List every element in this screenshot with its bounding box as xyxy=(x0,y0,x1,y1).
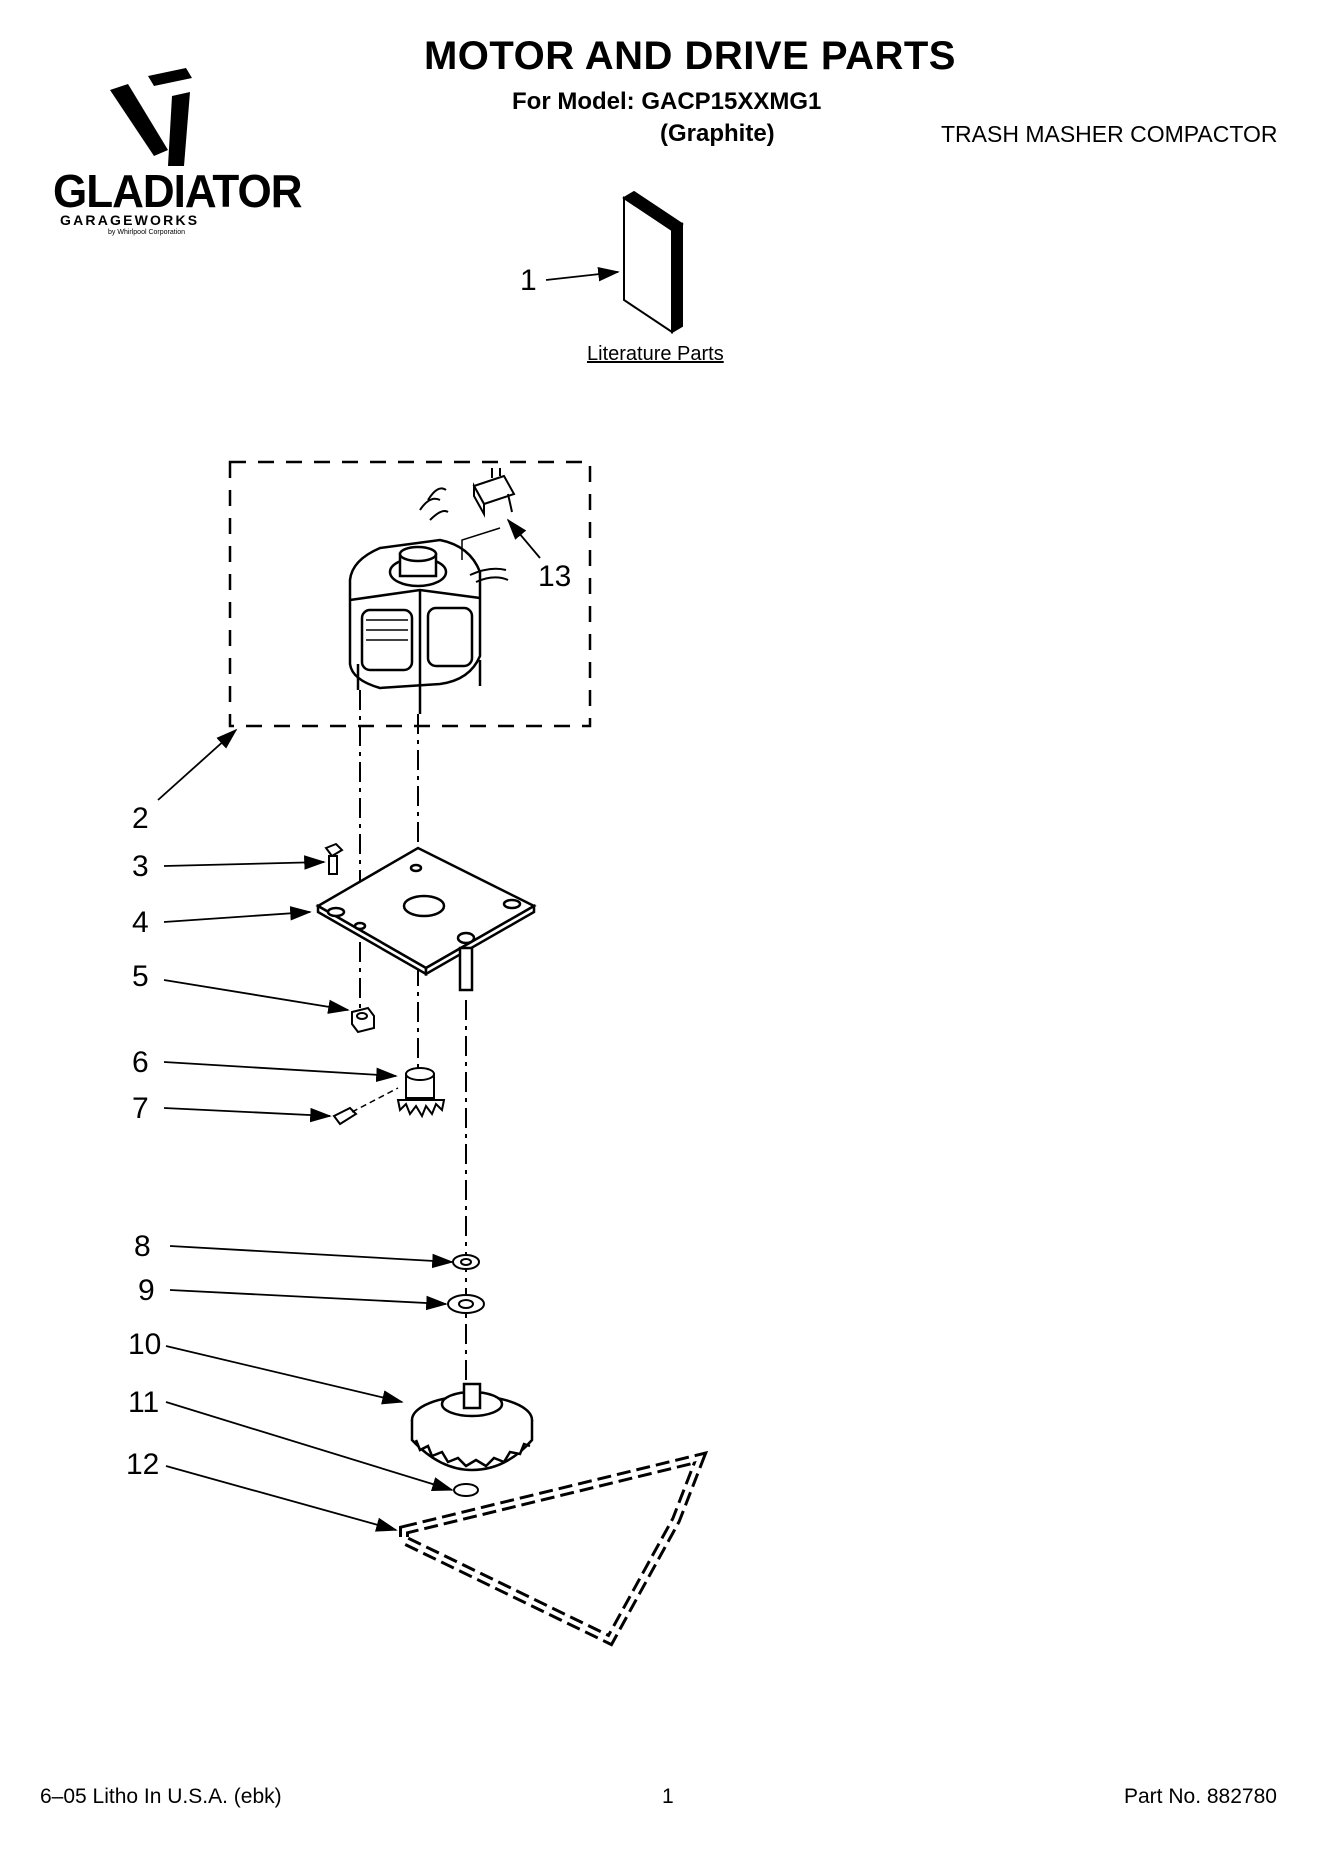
set-screw-icon xyxy=(332,1106,358,1126)
leader-10 xyxy=(165,1345,404,1405)
screw-icon xyxy=(324,842,344,875)
nut-icon xyxy=(351,1006,375,1034)
callout-4: 4 xyxy=(132,906,149,939)
callout-8: 8 xyxy=(134,1230,151,1263)
callout-3: 3 xyxy=(132,850,149,883)
callout-2: 2 xyxy=(132,802,149,835)
leader-11 xyxy=(165,1401,454,1492)
sprocket-icon xyxy=(410,1382,534,1472)
leader-9 xyxy=(169,1289,448,1311)
footer-print-info: 6–05 Litho In U.S.A. (ebk) xyxy=(40,1785,282,1808)
mounting-plate-icon xyxy=(315,846,537,992)
callout-9: 9 xyxy=(138,1274,155,1307)
callout-7: 7 xyxy=(132,1092,149,1125)
page-title: MOTOR AND DRIVE PARTS xyxy=(423,34,956,78)
washer-icon xyxy=(452,1254,480,1270)
leader-13 xyxy=(506,518,541,559)
model-number: For Model: GACP15XXMG1 xyxy=(512,88,822,115)
leader-5 xyxy=(163,979,350,1014)
callout-6: 6 xyxy=(132,1046,149,1079)
logo-sub-text: GARAGEWORKS xyxy=(60,212,200,228)
callout-13: 13 xyxy=(538,560,572,593)
footer-page-number: 1 xyxy=(662,1785,674,1808)
literature-parts-label: Literature Parts xyxy=(587,343,724,365)
leader-8 xyxy=(169,1245,454,1269)
motor-assembly-box xyxy=(228,460,592,728)
logo-mark-icon xyxy=(110,68,192,166)
callout-10: 10 xyxy=(128,1328,162,1361)
leader-12 xyxy=(165,1465,398,1532)
product-name: TRASH MASHER COMPACTOR xyxy=(941,121,1278,147)
leader-7 xyxy=(163,1107,332,1123)
terminal-block-icon xyxy=(472,468,516,518)
footer-part-number: Part No. 882780 xyxy=(1124,1785,1277,1808)
callout-5: 5 xyxy=(132,960,149,993)
leader-2 xyxy=(157,728,238,801)
leader-4 xyxy=(163,906,312,923)
leader-3 xyxy=(163,855,326,870)
pinion-gear-icon xyxy=(396,1067,446,1119)
motor-icon xyxy=(348,487,509,714)
retainer-clip-icon xyxy=(453,1483,479,1497)
model-color: (Graphite) xyxy=(660,120,775,147)
bearing-washer-icon xyxy=(447,1294,485,1314)
callout-1: 1 xyxy=(520,264,537,297)
leader-6 xyxy=(163,1061,398,1082)
literature-booklet-icon xyxy=(622,190,684,334)
logo-brand-text: GLADIATOR xyxy=(53,166,302,218)
leader-1 xyxy=(545,267,620,282)
logo-tag-text: by Whirlpool Corporation xyxy=(108,229,186,236)
callout-11: 11 xyxy=(128,1386,160,1419)
drive-chain-icon xyxy=(399,1450,709,1647)
callout-12: 12 xyxy=(126,1448,160,1481)
